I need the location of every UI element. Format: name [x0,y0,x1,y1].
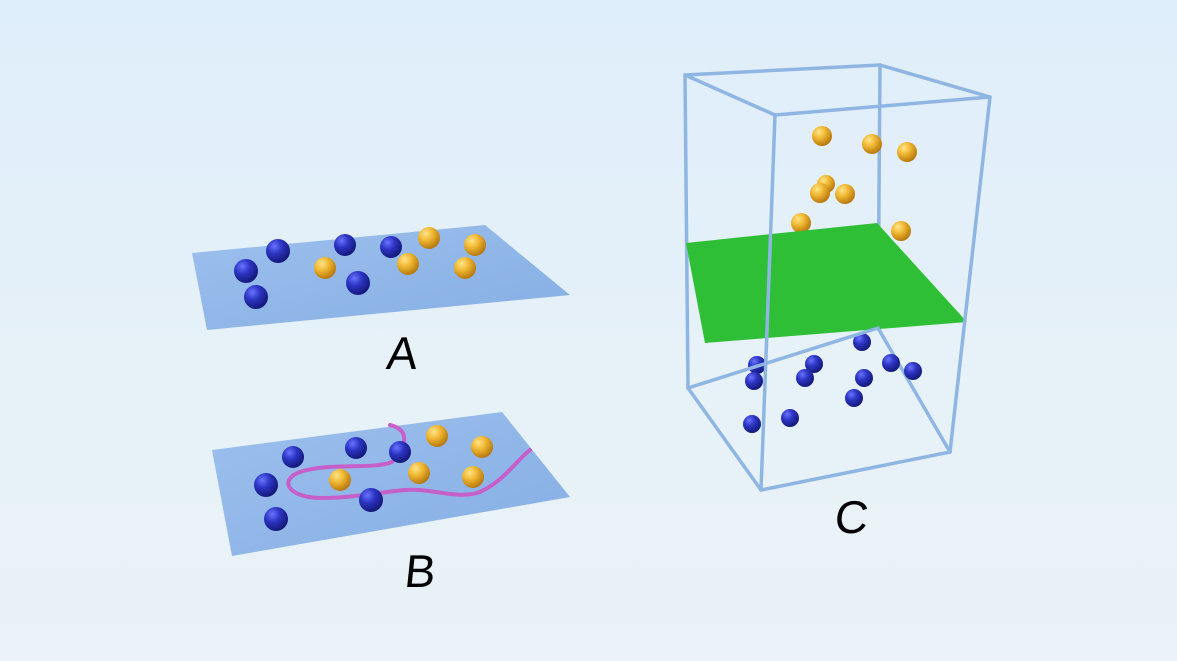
yellow-sphere [418,227,440,249]
blue-sphere [745,372,763,390]
yellow-sphere [835,184,855,204]
panel-a-yellow-spheres [314,227,486,279]
blue-sphere [853,333,871,351]
yellow-sphere [314,257,336,279]
yellow-sphere [862,134,882,154]
panel-b-label: B [402,545,439,597]
panel-b-yellow-spheres [329,425,493,491]
blue-sphere [781,409,799,427]
blue-sphere [264,507,288,531]
yellow-sphere [471,436,493,458]
separator-plane [686,223,967,343]
blue-sphere [345,437,367,459]
yellow-sphere [791,213,811,233]
blue-sphere [254,473,278,497]
yellow-sphere [329,469,351,491]
blue-sphere [244,285,268,309]
blue-sphere [855,369,873,387]
panel-a-label: A [384,327,421,379]
blue-sphere [380,236,402,258]
yellow-sphere [464,234,486,256]
blue-sphere [359,488,383,512]
yellow-sphere [891,221,911,241]
panel-b [212,412,570,556]
blue-sphere [743,415,761,433]
panel-c-yellow-spheres [791,126,917,241]
blue-sphere [389,441,411,463]
panel-c-label: C [832,491,871,543]
blue-sphere [796,369,814,387]
yellow-sphere [897,142,917,162]
panel-b-separating-curve [286,423,532,501]
panel-a-blue-spheres [234,234,402,309]
blue-sphere [346,271,370,295]
blue-sphere [234,259,258,283]
blue-sphere [266,239,290,263]
panel-a [192,225,570,330]
blue-sphere [334,234,356,256]
yellow-sphere [462,466,484,488]
yellow-sphere [426,425,448,447]
yellow-sphere [810,183,830,203]
panel-c-blue-spheres [743,333,922,433]
panel-c [683,63,992,492]
box-front-edges [683,63,992,492]
box-back-edges [683,63,952,454]
yellow-sphere [812,126,832,146]
panel-b-blue-spheres [254,437,411,531]
blue-sphere [282,446,304,468]
yellow-sphere [397,253,419,275]
blue-sphere [805,355,823,373]
blue-sphere [882,354,900,372]
blue-sphere [904,362,922,380]
yellow-sphere [454,257,476,279]
yellow-sphere [408,462,430,484]
blue-sphere [845,389,863,407]
